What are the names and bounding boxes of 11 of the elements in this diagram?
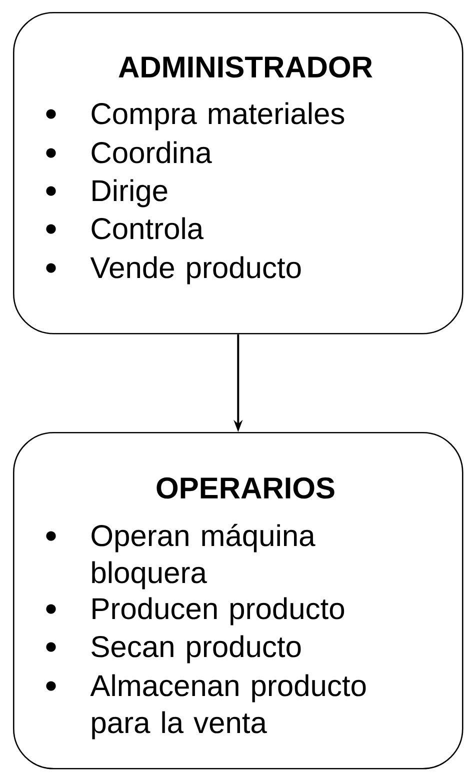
bullet-item: Compra materiales bbox=[46, 102, 344, 130]
bullet-item: Controla bbox=[46, 217, 204, 240]
bullet-item: Operan máquina bloquera bbox=[46, 524, 316, 590]
bullet-item: Coordina bbox=[46, 141, 212, 164]
bullet-item: Almacenan producto para la venta bbox=[46, 674, 366, 740]
bullet-item: Secan producto bbox=[46, 635, 301, 664]
box-heading: OPERARIOS bbox=[156, 477, 334, 499]
box-heading: ADMINISTRADOR bbox=[118, 56, 372, 78]
bullet-item: Dirige bbox=[46, 179, 168, 208]
bullet-item: Producen producto bbox=[46, 597, 344, 626]
bullet-item: Vende producto bbox=[46, 256, 301, 284]
